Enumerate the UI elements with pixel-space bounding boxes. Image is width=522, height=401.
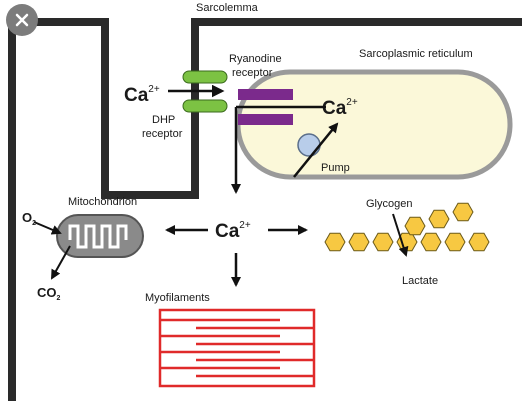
mitochondrion-label: Mitochondrion <box>68 196 137 208</box>
ca-cytosol: Ca2+ <box>215 220 251 242</box>
o2-arrow <box>33 221 62 235</box>
ca-sr: Ca2+ <box>322 97 358 119</box>
ryanodine-receptor-bottom <box>238 114 293 125</box>
glycogen-chain <box>324 202 490 252</box>
myofilament-z-frame <box>158 308 316 388</box>
dhp-receptor-bottom <box>182 99 228 113</box>
close-button[interactable] <box>6 4 38 36</box>
pump-icon <box>297 133 321 157</box>
pump-label: Pump <box>321 162 350 174</box>
glycogen-hex <box>420 232 442 252</box>
glycogen-hex <box>428 209 450 229</box>
close-icon <box>15 13 29 27</box>
glycogen-breakdown-arrow <box>392 213 409 257</box>
co2-label: CO2 <box>37 285 61 302</box>
ryanodine-label-line2: receptor <box>232 67 273 79</box>
o2-label: O2 <box>22 210 36 227</box>
glycogen-hex <box>404 216 426 236</box>
myofilaments-icon <box>158 308 316 388</box>
lactate-label: Lactate <box>402 275 438 287</box>
dhp-receptor-label-line2: receptor <box>142 128 183 140</box>
glycogen-hex <box>444 232 466 252</box>
myofilaments-label: Myofilaments <box>145 292 210 304</box>
dhp-receptor-top <box>182 70 228 84</box>
glycogen-hex <box>348 232 370 252</box>
sarcoplasmic-reticulum-label: Sarcoplasmic reticulum <box>359 48 473 60</box>
glycogen-hex <box>372 232 394 252</box>
dhp-receptor-label-line1: DHP <box>152 114 175 126</box>
pump-arrow <box>293 122 339 178</box>
ca-extracellular: Ca2+ <box>124 84 160 106</box>
co2-arrow <box>51 245 71 280</box>
glycogen-hex <box>452 202 474 222</box>
ryanodine-label-line1: Ryanodine <box>229 53 282 65</box>
sarcolemma-label: Sarcolemma <box>196 2 259 14</box>
glycogen-hex <box>468 232 490 252</box>
glycogen-label: Glycogen <box>366 198 412 210</box>
ryanodine-receptor-top <box>238 89 293 100</box>
mitochondrion-cristae <box>68 224 128 249</box>
glycogen-hex <box>324 232 346 252</box>
